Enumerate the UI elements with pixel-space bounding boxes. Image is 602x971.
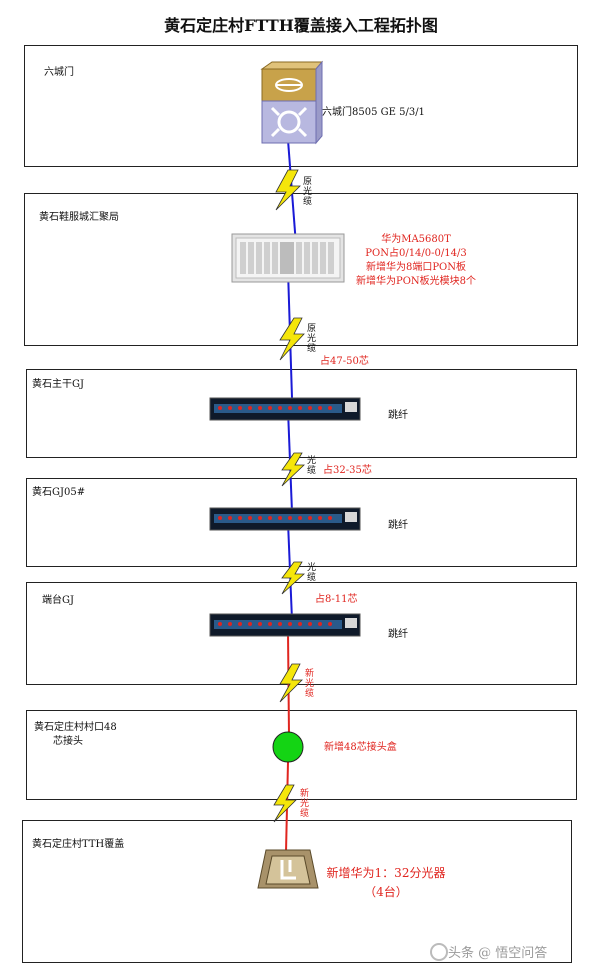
router-icon xyxy=(260,60,324,145)
site-label-gj05: 黄石GJ05# xyxy=(32,487,86,498)
watermark-text: 头条 @ 悟空问答 xyxy=(448,946,548,961)
core-label-link2: 占47-50芯 xyxy=(320,356,369,367)
site-label-liuchengmen: 六城门 xyxy=(44,67,74,78)
router-device-label: 六城门8505 GE 5/3/1 xyxy=(322,107,425,118)
patch-note-trunk: 跳纤 xyxy=(388,410,408,421)
site-label-ftth-coverage: 黄石定庄村TTH覆盖 xyxy=(32,839,125,850)
splitter-icon xyxy=(257,849,319,889)
splice-box-note: 新增48芯接头盒 xyxy=(324,742,397,753)
cable-label-link4: 光缆 xyxy=(305,562,315,582)
site-label-village-joint-line1: 黄石定庄村村口48 xyxy=(34,722,117,733)
watermark-logo-icon xyxy=(430,943,448,961)
site-label-trunk-gj: 黄石主干GJ xyxy=(32,379,84,390)
odf-panel-icon xyxy=(209,397,361,421)
cable-label-link2: 原光缆 xyxy=(305,323,315,353)
cable-label-link1: 原光缆 xyxy=(301,176,311,206)
site-box-ftth-coverage xyxy=(22,820,572,963)
splitter-note-line1: 新增华为1：32分光器 xyxy=(326,866,446,880)
olt-chassis-icon xyxy=(231,233,345,283)
olt-info-line2: PON占0/14/0-0/14/3 xyxy=(365,248,467,259)
patch-note-duantai: 跳纤 xyxy=(388,629,408,640)
cable-label-link5: 新光缆 xyxy=(303,668,313,698)
olt-info-line4: 新增华为PON板光模块8个 xyxy=(355,276,477,287)
cable-label-link3: 光缆 xyxy=(305,455,315,475)
olt-info-line3: 新增华为8端口PON板 xyxy=(365,262,467,273)
site-label-village-joint-line2: 芯接头 xyxy=(53,736,83,747)
odf-panel-icon xyxy=(209,613,361,637)
site-label-duantai-gj: 端台GJ xyxy=(42,595,74,606)
splice-box-icon xyxy=(272,731,304,763)
cable-label-link6: 新光缆 xyxy=(298,788,308,818)
diagram-title: 黄石定庄村FTTH覆盖接入工程拓扑图 xyxy=(164,16,438,35)
site-box-village-joint xyxy=(26,710,577,800)
odf-panel-icon xyxy=(209,507,361,531)
olt-info-line1: 华为MA5680T xyxy=(381,234,451,245)
site-label-aggregation: 黄石鞋服城汇聚局 xyxy=(39,212,119,223)
splitter-note-line2: （4台） xyxy=(364,885,408,899)
core-label-link3: 占32-35芯 xyxy=(323,465,372,476)
patch-note-gj05: 跳纤 xyxy=(388,520,408,531)
lightning-bolt-icon xyxy=(273,169,306,823)
core-label-link4: 占8-11芯 xyxy=(315,594,358,605)
